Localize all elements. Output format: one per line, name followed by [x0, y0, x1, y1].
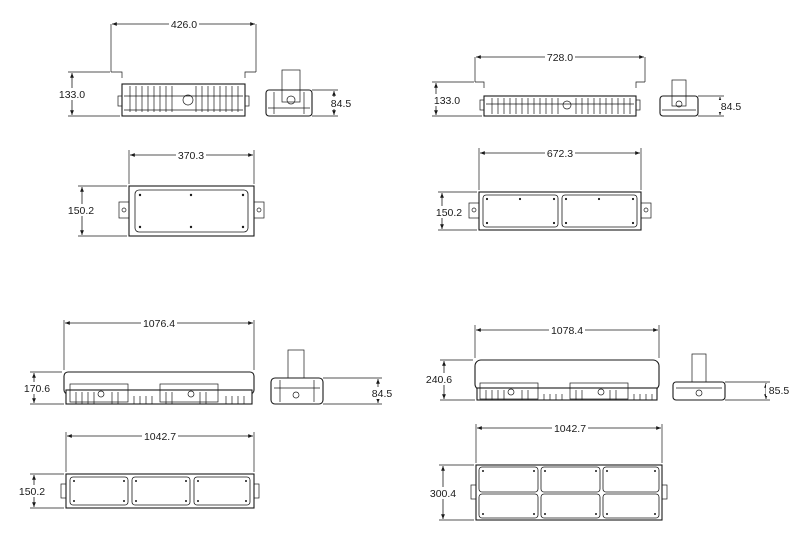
end-view-top-left [265, 69, 313, 117]
dimension-label-top-depth: 150.2 [19, 486, 45, 498]
side-view-bottom-right [474, 359, 660, 401]
drawing-bottom-left: 1076.4 170.6 84.5 [16, 317, 396, 509]
side-view-bottom-left [63, 371, 255, 405]
drawing-bottom-right: 1078.4 240.6 85.5 [425, 324, 792, 521]
end-view-top-right [659, 79, 699, 117]
dimension-label-top-width: 370.3 [178, 150, 204, 162]
end-view-bottom-right [672, 353, 726, 401]
dimension-label-end-depth: 84.5 [331, 98, 352, 110]
end-view-bottom-left [270, 349, 324, 405]
dimension-label-side-height: 133.0 [59, 89, 85, 101]
dimension-label-top-width: 1042.7 [144, 431, 176, 443]
dimension-label-top-depth: 150.2 [436, 207, 462, 219]
drawing-top-right: 728.0 133.0 84.5 [432, 51, 744, 231]
top-view-top-right [468, 191, 652, 231]
dimension-label-side-height: 240.6 [426, 374, 452, 386]
top-view-bottom-left [60, 473, 260, 509]
side-view-top-right [474, 57, 646, 117]
top-view-bottom-right [470, 464, 668, 521]
dimension-label-side-height: 133.0 [434, 95, 460, 107]
dimension-label-top-width: 1042.7 [554, 423, 586, 435]
dimension-label-side-width: 426.0 [171, 19, 197, 31]
side-view-top-left [110, 24, 257, 117]
dimension-label-side-width: 728.0 [547, 52, 573, 64]
dimension-label-top-depth: 300.4 [430, 488, 456, 500]
dimension-label-side-height: 170.6 [24, 383, 50, 395]
drawing-top-left: 426.0 133.0 84.5 [58, 18, 354, 237]
dimension-label-side-width: 1078.4 [551, 325, 583, 337]
dimension-label-top-width: 672.3 [547, 148, 573, 160]
dimension-label-end-depth: 84.5 [721, 101, 742, 113]
dimension-label-top-depth: 150.2 [68, 205, 94, 217]
dimension-label-end-depth: 84.5 [372, 388, 393, 400]
dimension-label-side-width: 1076.4 [143, 318, 175, 330]
dimension-label-end-depth: 85.5 [769, 385, 790, 397]
top-view-top-left [118, 185, 265, 237]
